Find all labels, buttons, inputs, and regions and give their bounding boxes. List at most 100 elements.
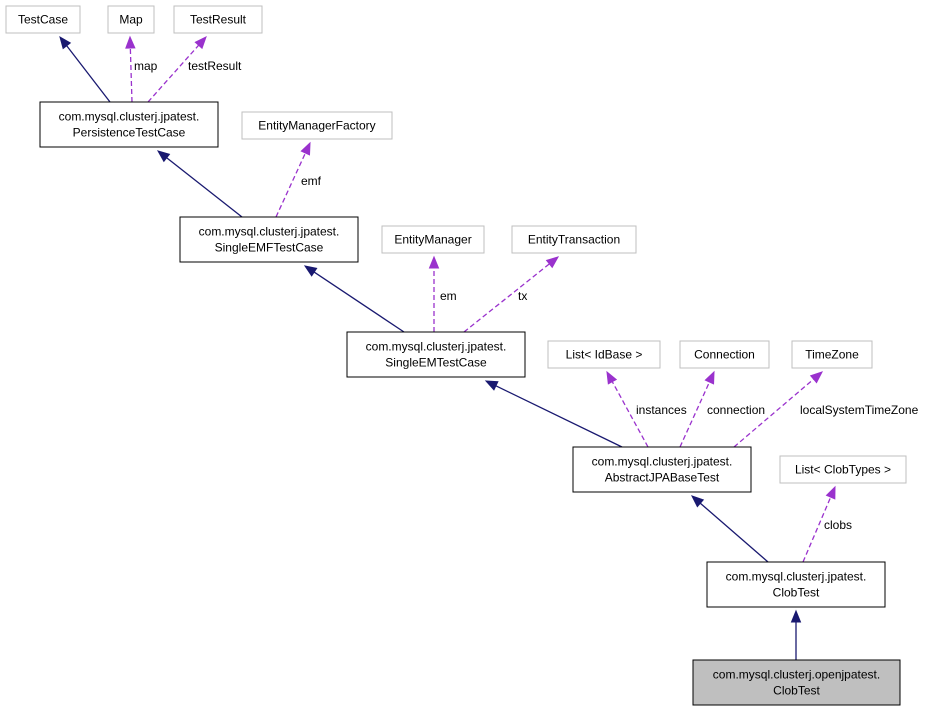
arrowhead-icon xyxy=(825,485,836,500)
node-label: com.mysql.clusterj.jpatest. xyxy=(592,455,733,469)
edge-line xyxy=(679,381,711,448)
nodes-layer: TestCase Map TestResult com.mysql.clusterj.… xyxy=(5,5,907,706)
edge-label-instances: instances xyxy=(636,403,687,417)
node-box xyxy=(692,659,901,706)
edge-label-localsystemtimezone: localSystemTimeZone xyxy=(800,403,919,417)
arrowhead-icon xyxy=(790,609,802,623)
inheritance-edge-single-emf-test-case-to-persistence-test-case xyxy=(156,150,243,218)
edge-line xyxy=(147,44,200,103)
edge-line xyxy=(611,381,649,448)
arrowhead-icon xyxy=(303,265,318,277)
edge-label-testresult: testResult xyxy=(188,59,242,73)
node-list-idbase[interactable]: List< IdBase > xyxy=(547,340,661,369)
node-box xyxy=(572,446,752,493)
usage-edge-single-emf-test-case-to-entity-manager-factory xyxy=(275,141,311,218)
inheritance-edge-persistence-test-case-to-testcase xyxy=(59,35,111,103)
arrowhead-icon xyxy=(300,141,311,156)
node-box xyxy=(547,340,661,369)
node-box xyxy=(381,225,485,254)
arrowhead-icon xyxy=(704,370,715,385)
node-box xyxy=(173,5,263,34)
node-box xyxy=(679,340,770,369)
edges-layer xyxy=(59,35,836,660)
edge-line xyxy=(129,47,133,103)
edge-line xyxy=(166,157,243,218)
node-entity-transaction[interactable]: EntityTransaction xyxy=(511,225,637,254)
edge-label-tx: tx xyxy=(518,289,527,303)
node-label: ClobTest xyxy=(773,684,820,698)
arrowhead-icon xyxy=(809,371,824,384)
inheritance-edge-jpatest-clob-test-to-abstract-jpa-base-test xyxy=(691,495,769,563)
node-label: com.mysql.clusterj.jpatest. xyxy=(199,225,340,239)
node-list-clobtypes[interactable]: List< ClobTypes > xyxy=(779,455,907,484)
edge-line xyxy=(733,378,815,448)
edge-line xyxy=(66,45,111,103)
node-box xyxy=(179,216,359,263)
node-label: com.mysql.clusterj.jpatest. xyxy=(366,340,507,354)
edge-labels-layer: map testResult emf em tx instances connection l… xyxy=(134,59,919,532)
arrowhead-icon xyxy=(606,370,618,385)
usage-edge-single-em-test-case-to-entity-transaction xyxy=(463,256,560,333)
node-box xyxy=(5,5,81,34)
node-entity-manager-factory[interactable]: EntityManagerFactory xyxy=(241,111,393,140)
node-label: EntityManager xyxy=(394,233,471,247)
usage-edge-persistence-test-case-to-testresult xyxy=(147,36,207,103)
node-label: com.mysql.clusterj.jpatest. xyxy=(726,570,867,584)
node-label: SingleEMFTestCase xyxy=(215,241,324,255)
node-map[interactable]: Map xyxy=(107,5,155,34)
arrowhead-icon xyxy=(59,35,72,50)
edge-line xyxy=(495,385,623,448)
node-timezone[interactable]: TimeZone xyxy=(791,340,873,369)
edge-label-emf: emf xyxy=(301,174,322,188)
node-connection[interactable]: Connection xyxy=(679,340,770,369)
node-persistence-test-case[interactable]: com.mysql.clusterj.jpatest. PersistenceTe… xyxy=(39,101,219,148)
node-label: TimeZone xyxy=(805,348,859,362)
usage-edge-single-em-test-case-to-entity-manager xyxy=(428,255,440,332)
inheritance-edge-single-em-test-case-to-single-emf-test-case xyxy=(303,265,405,333)
arrowhead-icon xyxy=(545,256,560,269)
arrowhead-icon xyxy=(194,36,207,50)
node-entity-manager[interactable]: EntityManager xyxy=(381,225,485,254)
node-testresult[interactable]: TestResult xyxy=(173,5,263,34)
edge-line xyxy=(275,152,306,218)
usage-edge-abstract-jpa-base-test-to-connection xyxy=(679,370,715,448)
node-label: Map xyxy=(119,13,143,27)
node-single-em-test-case[interactable]: com.mysql.clusterj.jpatest.SingleEMTestC… xyxy=(346,331,526,378)
edge-label-em: em xyxy=(440,289,457,303)
node-box xyxy=(241,111,393,140)
node-label: List< IdBase > xyxy=(566,348,643,362)
usage-edge-abstract-jpa-base-test-to-timezone xyxy=(733,371,824,448)
usage-edge-abstract-jpa-base-test-to-list-idbase xyxy=(606,370,649,448)
arrowhead-icon xyxy=(156,150,171,163)
node-label: PersistenceTestCase xyxy=(73,126,186,140)
node-box xyxy=(346,331,526,378)
edge-line xyxy=(699,502,769,563)
node-label: ClobTest xyxy=(773,586,820,600)
node-abstract-jpa-base-test[interactable]: com.mysql.clusterj.jpatest. AbstractJPABa… xyxy=(572,446,752,493)
node-testcase[interactable]: TestCase xyxy=(5,5,81,34)
node-box xyxy=(107,5,155,34)
edge-label-connection: connection xyxy=(707,403,765,417)
edge-label-clobs: clobs xyxy=(824,518,852,532)
node-label: com.mysql.clusterj.jpatest. xyxy=(59,110,200,124)
inheritance-edge-openjpatest-clob-test-to-jpatest-clob-test xyxy=(790,609,802,660)
node-label: AbstractJPABaseTest xyxy=(605,471,720,485)
node-label: Connection xyxy=(694,348,755,362)
node-label: List< ClobTypes > xyxy=(795,463,891,477)
node-label: TestCase xyxy=(18,13,68,27)
arrowhead-icon xyxy=(691,495,705,508)
inheritance-edge-abstract-jpa-base-test-to-single-em-test-case xyxy=(484,380,623,448)
edge-line xyxy=(313,271,405,333)
node-label: EntityTransaction xyxy=(528,233,620,247)
edge-label-map: map xyxy=(134,59,158,73)
node-label: TestResult xyxy=(190,13,247,27)
node-box xyxy=(706,561,886,608)
usage-edge-persistence-test-case-to-map xyxy=(125,35,136,103)
node-jpatest-clob-test[interactable]: com.mysql.clusterj.jpatest. ClobTest xyxy=(706,561,886,608)
node-single-emf-test-case[interactable]: com.mysql.clusterj.jpatest. SingleEMFTest… xyxy=(179,216,359,263)
node-box xyxy=(791,340,873,369)
node-openjpatest-clob-test[interactable]: com.mysql.clusterj.openjpatest.ClobTest xyxy=(692,659,901,706)
node-label: EntityManagerFactory xyxy=(258,119,375,133)
arrowhead-icon xyxy=(428,255,440,269)
